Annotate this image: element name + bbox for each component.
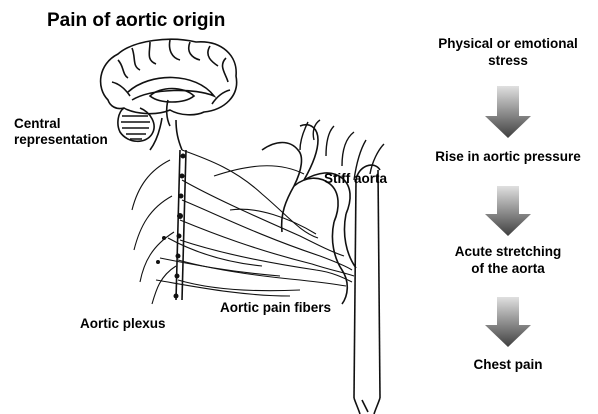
flow-step-4-line-1: Chest pain — [418, 357, 598, 374]
flow-step-4: Chest pain — [418, 357, 598, 374]
flow-step-2-line-1: Rise in aortic pressure — [418, 149, 598, 166]
label-aortic-plexus: Aortic plexus — [80, 316, 166, 332]
flow-step-3-line-1: Acute stretching — [418, 244, 598, 261]
label-central-line-2: representation — [14, 132, 108, 148]
page-title: Pain of aortic origin — [47, 10, 225, 33]
arrow-down-1 — [485, 86, 531, 138]
label-central-line-1: Central — [14, 116, 108, 132]
flow-step-1-line-1: Physical or emotional — [418, 36, 598, 53]
flow-step-2: Rise in aortic pressure — [418, 149, 598, 166]
brain-drawing — [101, 39, 237, 141]
flow-step-1-line-2: stress — [418, 53, 598, 70]
arrow-down-2 — [485, 186, 531, 236]
flow-step-3-line-2: of the aorta — [418, 261, 598, 278]
label-central-representation: Central representation — [14, 116, 108, 148]
ganglia-dots — [156, 154, 186, 299]
label-stiff-aorta: Stiff aorta — [324, 171, 387, 187]
label-aortic-pain-fibers: Aortic pain fibers — [220, 300, 331, 316]
flow-step-1: Physical or emotional stress — [418, 36, 598, 70]
flow-step-3: Acute stretching of the aorta — [418, 244, 598, 278]
aorta-drawing — [262, 125, 380, 414]
flow-arrows — [485, 86, 531, 347]
arrow-down-3 — [485, 297, 531, 347]
